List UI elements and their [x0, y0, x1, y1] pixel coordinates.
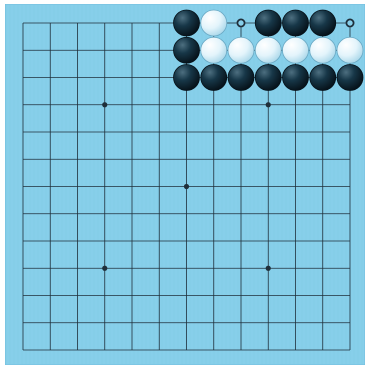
black-stone[interactable] [283, 10, 309, 36]
white-stone[interactable] [201, 10, 227, 36]
star-point [102, 102, 107, 107]
white-stone[interactable] [201, 37, 227, 63]
go-board-svg[interactable] [5, 4, 365, 365]
white-stone[interactable] [283, 37, 309, 63]
star-point [184, 184, 189, 189]
black-stone[interactable] [174, 10, 200, 36]
black-stone[interactable] [337, 65, 363, 91]
stones [174, 10, 364, 91]
white-stone[interactable] [337, 37, 363, 63]
black-stone[interactable] [255, 10, 281, 36]
star-point [102, 266, 107, 271]
star-point [266, 102, 271, 107]
star-point [266, 266, 271, 271]
black-stone[interactable] [201, 65, 227, 91]
black-stone[interactable] [283, 65, 309, 91]
black-stone[interactable] [310, 65, 336, 91]
black-stone[interactable] [174, 65, 200, 91]
black-stone[interactable] [255, 65, 281, 91]
black-stone[interactable] [310, 10, 336, 36]
white-stone[interactable] [255, 37, 281, 63]
white-stone[interactable] [310, 37, 336, 63]
black-stone[interactable] [228, 65, 254, 91]
go-board[interactable] [5, 4, 365, 365]
white-stone[interactable] [228, 37, 254, 63]
black-stone[interactable] [174, 37, 200, 63]
